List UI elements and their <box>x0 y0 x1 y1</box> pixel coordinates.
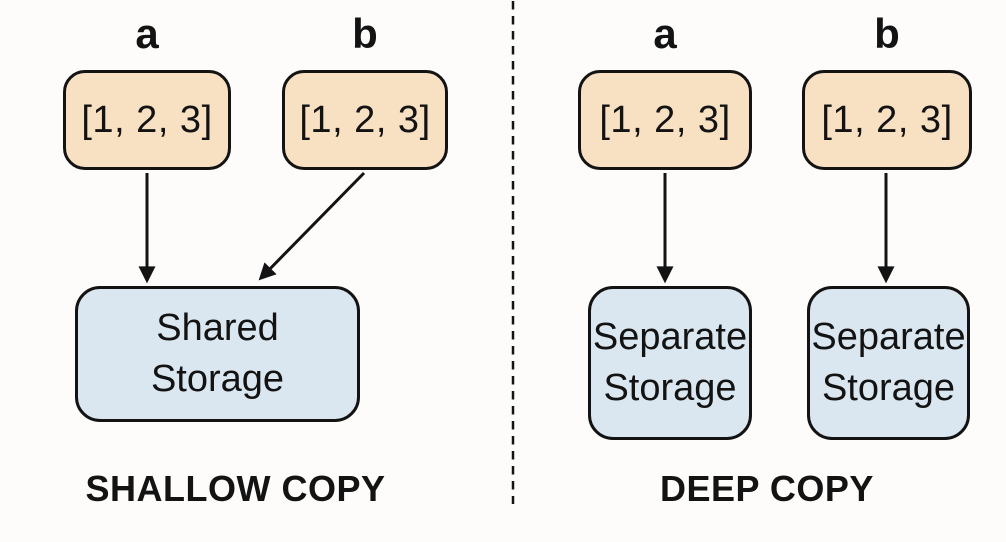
separate-storage-a-label-line2: Storage <box>603 367 737 409</box>
deep-variable-b-box: [1, 2, 3] <box>802 70 972 170</box>
separate-storage-a-box: Separate Storage <box>588 286 752 440</box>
separate-storage-b-label-line2: Storage <box>821 367 956 409</box>
separate-storage-a-label-line1: Separate <box>592 316 748 358</box>
separate-storage-b-box: Separate Storage <box>807 286 970 440</box>
shared-storage-label-line1: Shared <box>156 307 279 349</box>
shallow-variable-b-label: b <box>352 10 378 57</box>
deep-variable-a-box: [1, 2, 3] <box>578 70 752 170</box>
deep-variable-b-label: b <box>874 10 900 57</box>
shallow-copy-title: SHALLOW COPY <box>85 468 386 509</box>
deep-variable-a-label: a <box>653 10 677 57</box>
shallow-variable-b-value: [1, 2, 3] <box>299 98 431 141</box>
shallow-variable-a-box: [1, 2, 3] <box>63 70 231 170</box>
shared-storage-label-line2: Storage <box>150 358 285 400</box>
deep-variable-a-value: [1, 2, 3] <box>599 98 731 141</box>
deep-copy-title: DEEP COPY <box>660 468 874 509</box>
shared-storage-box: Shared Storage <box>75 286 360 422</box>
shallow-variable-a-label: a <box>135 10 159 57</box>
separate-storage-b-label-line1: Separate <box>811 316 966 358</box>
shallow-variable-b-box: [1, 2, 3] <box>282 70 448 170</box>
arrow-shallow-b-to-shared-storage <box>258 171 366 281</box>
shallow-variable-a-value: [1, 2, 3] <box>81 98 213 141</box>
deep-variable-b-value: [1, 2, 3] <box>821 98 953 141</box>
